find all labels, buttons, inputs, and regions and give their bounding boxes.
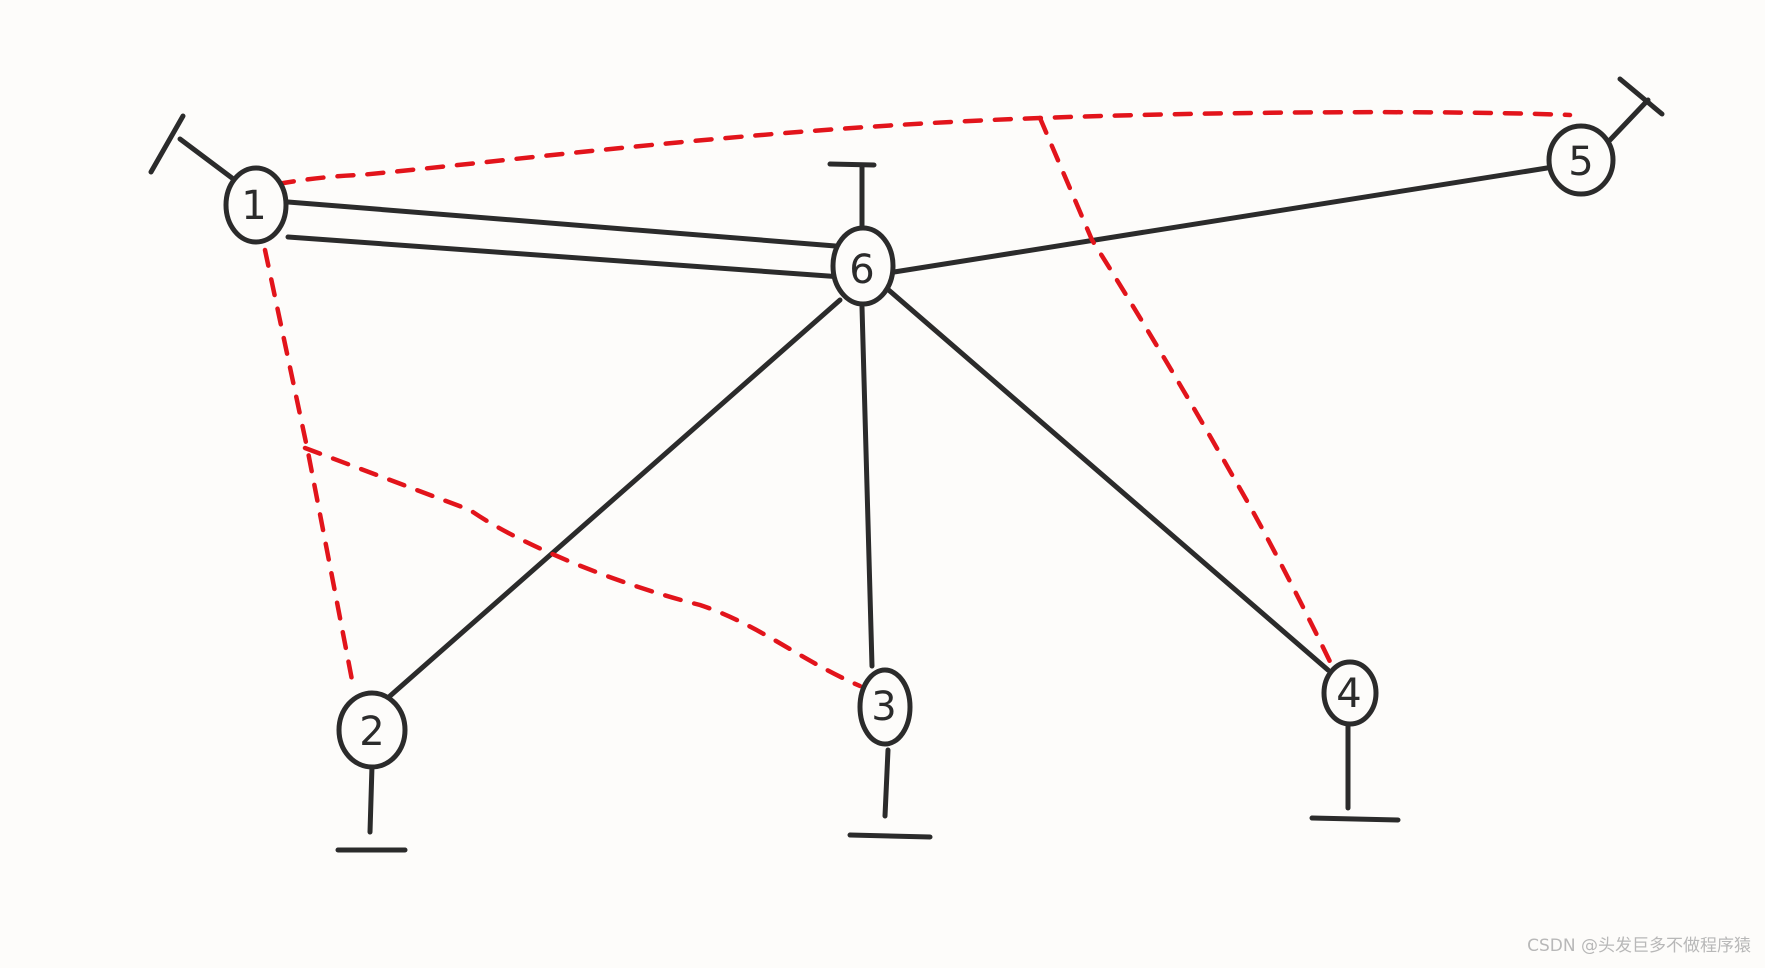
edge-6-4 [881, 283, 1331, 673]
watermark: CSDN @头发巨多不做程序猿 [1527, 936, 1751, 956]
dashed-edge-1-2 [262, 247, 355, 683]
dashed-edge-1-4 [1037, 115, 1338, 675]
node-1-label: 1 [241, 183, 266, 229]
node-2-label: 2 [359, 709, 384, 755]
edge-6-2 [387, 297, 843, 699]
edge-1-6-upper [285, 199, 851, 250]
node-6-label: 6 [849, 247, 874, 293]
node-5: 5 [1546, 123, 1616, 197]
node-3: 3 [857, 667, 913, 747]
ground-node-2 [335, 763, 408, 853]
node-2: 2 [336, 690, 408, 770]
ground-node-4 [1309, 723, 1401, 823]
edge-6-3 [859, 304, 875, 669]
ground-symbols [148, 76, 1665, 853]
ground-node-6 [827, 161, 877, 231]
node-1: 1 [223, 165, 289, 245]
node-4-label: 4 [1336, 671, 1361, 717]
edge-1-6-lower [285, 234, 845, 280]
dashed-edges [262, 109, 1573, 689]
ground-node-1 [148, 113, 235, 181]
solid-edges [285, 165, 1550, 699]
edge-6-5 [885, 165, 1550, 276]
ground-node-5 [1607, 76, 1665, 143]
node-6: 6 [830, 225, 896, 307]
node-4: 4 [1321, 659, 1379, 727]
dashed-edge-1-5 [275, 109, 1573, 187]
ground-node-3 [847, 747, 933, 840]
dashed-edge-1-3 [302, 445, 863, 689]
node-3-label: 3 [871, 684, 896, 730]
nodes: 1 6 5 2 3 4 [223, 123, 1616, 770]
node-5-label: 5 [1568, 139, 1593, 185]
